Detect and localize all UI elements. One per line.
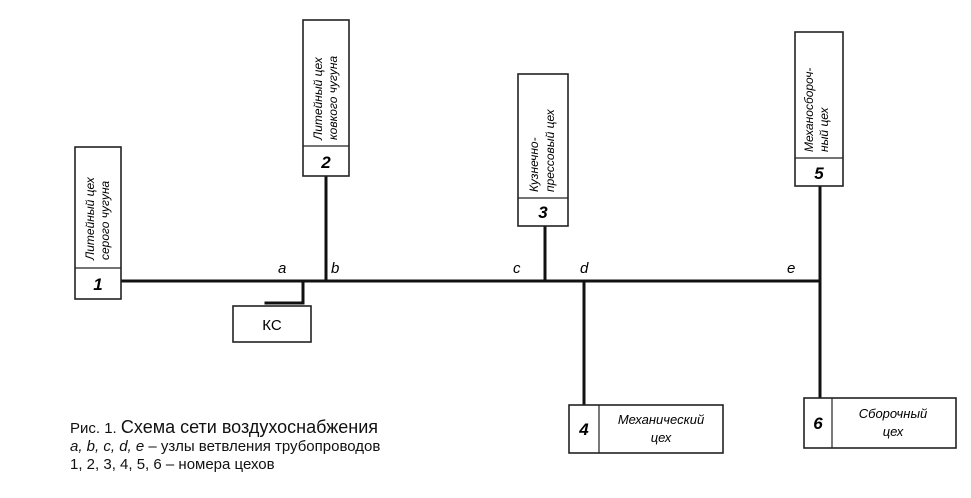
- node-label-c: c: [513, 260, 521, 277]
- workshop-label-line-1: Литейный цех: [83, 176, 97, 261]
- node-label-e: e: [787, 260, 795, 277]
- workshop-number: 3: [538, 203, 548, 222]
- workshop-number: 2: [320, 153, 331, 172]
- workshop-box: [302, 19, 350, 177]
- workshop-label-line-1: Механический: [618, 412, 704, 427]
- caption-prefix: Рис. 1.: [70, 420, 117, 437]
- workshop-box: [74, 146, 122, 300]
- caption-title: Схема сети воздухоснабжения: [120, 417, 379, 437]
- workshop-box: [568, 404, 724, 454]
- workshop-label-line-1: Литейный цех: [311, 56, 325, 141]
- figure-caption: Рис. 1. Схема сети воздухоснабжения a, b…: [70, 418, 380, 474]
- workshop-box: [517, 73, 569, 227]
- workshop-label-line-2: прессовый цех: [543, 108, 557, 192]
- node-label-d: d: [580, 260, 589, 277]
- compressor-station: КС: [232, 305, 312, 343]
- compressor-label: КС: [262, 317, 282, 334]
- workshop-label-line-2: цех: [651, 430, 672, 445]
- workshop-3: Кузнечно- прессовый цех 3: [517, 73, 569, 227]
- workshop-label-line-1: Сборочный: [859, 406, 928, 421]
- workshop-4: 4 Механический цех: [568, 404, 724, 454]
- workshop-box: [803, 397, 957, 449]
- compressor-box: [232, 305, 312, 343]
- workshop-6: 6 Сборочный цех: [803, 397, 957, 449]
- workshop-label-line-2: серого чугуна: [98, 180, 112, 260]
- workshop-label-line-1: Механосбороч-: [802, 68, 816, 152]
- workshop-label-line-2: ный цех: [817, 107, 831, 152]
- node-label-a: a: [278, 260, 286, 277]
- caption-title-row: Рис. 1. Схема сети воздухоснабжения: [70, 418, 380, 438]
- caption-nodes-letters: a, b, c, d, e: [70, 438, 145, 455]
- workshop-label-line-2: ковкого чугуна: [326, 56, 340, 140]
- workshop-5: Механосбороч- ный цех 5: [794, 31, 844, 187]
- workshop-number: 5: [814, 164, 824, 183]
- node-label-b: b: [331, 260, 339, 277]
- workshop-number: 4: [578, 420, 589, 439]
- caption-nodes-legend: a, b, c, d, e – узлы ветвления трубопров…: [70, 438, 380, 456]
- workshop-2: Литейный цех ковкого чугуна 2: [302, 19, 350, 177]
- workshop-1: Литейный цех серого чугуна 1: [74, 146, 122, 300]
- caption-nodes-text: – узлы ветвления трубопроводов: [144, 438, 381, 455]
- workshop-label-line-2: цех: [883, 424, 904, 439]
- workshop-number: 1: [93, 275, 102, 294]
- workshop-label-line-1: Кузнечно-: [527, 137, 541, 192]
- caption-numbers-legend: 1, 2, 3, 4, 5, 6 – номера цехов: [70, 456, 275, 473]
- workshop-number: 6: [813, 414, 823, 433]
- workshop-box: [794, 31, 844, 187]
